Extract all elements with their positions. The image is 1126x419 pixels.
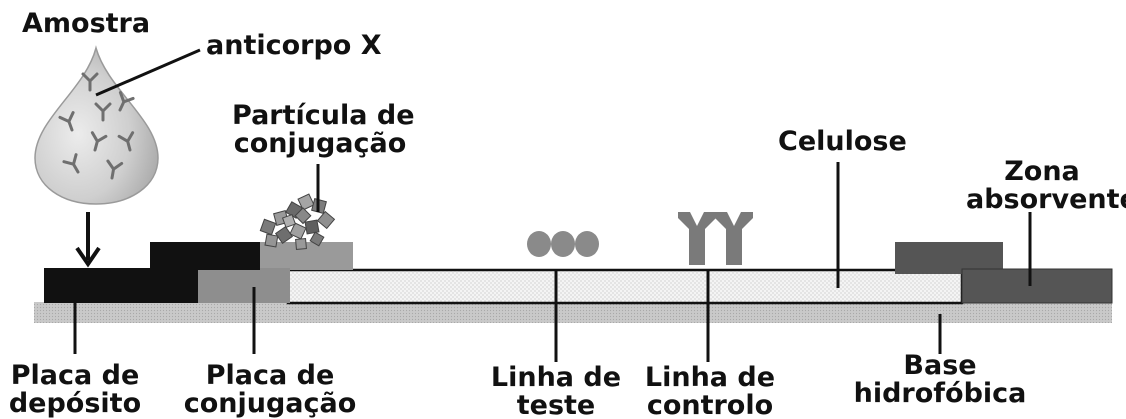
label-zona-absorvente: Zona absorvente — [966, 156, 1126, 215]
label-linha-teste: Linha de teste — [490, 362, 622, 419]
absorbent-pad — [961, 268, 1113, 304]
label-amostra: Amostra — [22, 8, 151, 39]
deposit-pad-top — [150, 242, 260, 270]
label-anticorpo: anticorpo X — [206, 30, 382, 61]
deposit-pad — [44, 268, 198, 303]
test-line-dot — [527, 231, 551, 257]
label-particula-conjugacao: Partícula de conjugação — [232, 100, 415, 159]
hydrophobic-base — [34, 302, 1112, 323]
control-antibody-icon — [715, 212, 753, 265]
sample-drop-icon — [34, 45, 159, 205]
cellulose-membrane — [286, 268, 964, 305]
label-placa-deposito: Placa de depósito — [8, 360, 142, 419]
test-line-dot — [575, 231, 599, 257]
label-placa-conjugacao: Placa de conjugação — [183, 360, 357, 419]
test-line-dot — [551, 231, 575, 257]
conjugation-particles-icon — [259, 193, 336, 250]
antibody-leader-line — [95, 48, 201, 97]
arrow-down-head — [75, 246, 101, 268]
label-celulose: Celulose — [778, 126, 907, 157]
label-linha-controlo: Linha de controlo — [644, 362, 776, 419]
label-base-hidrofobica: Base hidrofóbica — [853, 350, 1027, 409]
control-antibody-icon — [678, 212, 716, 265]
conjugation-pad — [198, 268, 290, 303]
